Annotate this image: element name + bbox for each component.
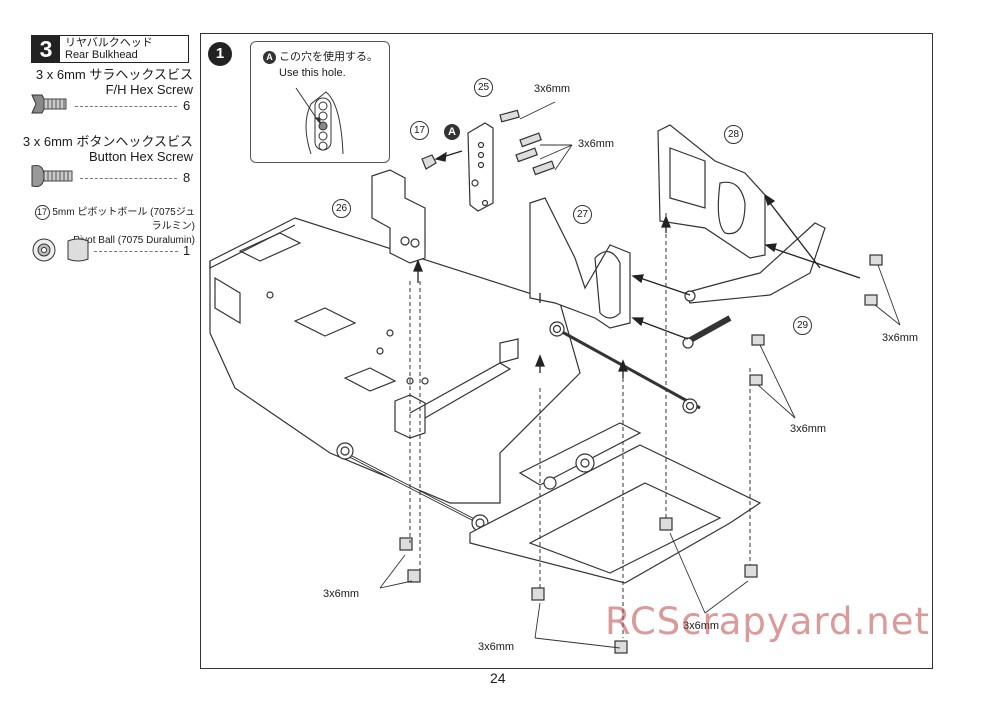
pivot-ball-icon — [32, 238, 89, 262]
part-number-17: 17 — [410, 121, 429, 140]
hole-callout: A この穴を使用する。 Use this hole. — [250, 41, 390, 163]
screw-label-5: 3x6mm — [323, 588, 360, 600]
hole-detail-icon — [295, 87, 344, 155]
part-number-26: 26 — [332, 199, 351, 218]
callout-text-jp: この穴を使用する。 — [279, 51, 379, 63]
part-2-name-en: Button Hex Screw — [88, 149, 193, 164]
part-number-25: 25 — [474, 78, 493, 97]
part-3-name-jp: 5mm ピボットボール (7075ジュラルミン) — [52, 207, 195, 232]
screw-label-4: 3x6mm — [790, 423, 827, 435]
diagram-frame — [200, 33, 933, 669]
step-title-en: Rear Bulkhead — [65, 49, 138, 61]
part-2-name-jp: 3 x 6mm ボタンヘックスビス — [22, 134, 193, 149]
part-1-count: 6 — [183, 98, 191, 113]
screw-label-3: 3x6mm — [882, 332, 919, 344]
assembly-diagram — [209, 101, 901, 654]
step-title-jp: リヤバルクヘッド — [65, 37, 153, 49]
watermark: RCScrapyard.net — [605, 600, 931, 643]
step-header: 3 リヤバルクヘッド Rear Bulkhead — [31, 35, 189, 63]
part-3-leader — [94, 251, 178, 252]
part-1-label: 3 x 6mm サラヘックスビス F/H Hex Screw — [20, 67, 193, 97]
screw-label-7: 3x6mm — [478, 641, 515, 653]
part-3-count: 1 — [183, 243, 191, 258]
screw-label-2: 3x6mm — [578, 138, 615, 150]
screw-label-6: 3x6mm — [683, 620, 720, 632]
part-1-name-jp: 3 x 6mm サラヘックスビス — [35, 67, 193, 82]
part-3-badge: 17 — [34, 205, 50, 220]
hole-marker-a: A — [444, 124, 460, 140]
step-number: 3 — [32, 36, 60, 62]
part-2-label: 3 x 6mm ボタンヘックスビス Button Hex Screw — [20, 134, 193, 164]
part-2-count: 8 — [183, 170, 191, 185]
part-1-leader — [75, 106, 177, 107]
part-3-label: 17 5mm ピボットボール (7075ジュラルミン) Pivot Ball (… — [33, 205, 195, 248]
part-number-28: 28 — [724, 125, 743, 144]
flat-head-screw-icon — [31, 94, 67, 114]
part-3-name-en: Pivot Ball (7075 Duralumin) — [73, 235, 195, 246]
substep-number: 1 — [208, 42, 232, 66]
part-2-leader — [80, 178, 177, 179]
button-head-screw-icon — [31, 165, 73, 187]
callout-badge: A — [263, 50, 276, 64]
part-number-27: 27 — [573, 205, 592, 224]
part-1-name-en: F/H Hex Screw — [105, 82, 193, 97]
part-number-29: 29 — [793, 316, 812, 335]
page-number: 24 — [490, 670, 506, 686]
callout-text-en: Use this hole. — [279, 67, 346, 79]
screw-label-1: 3x6mm — [534, 83, 571, 95]
